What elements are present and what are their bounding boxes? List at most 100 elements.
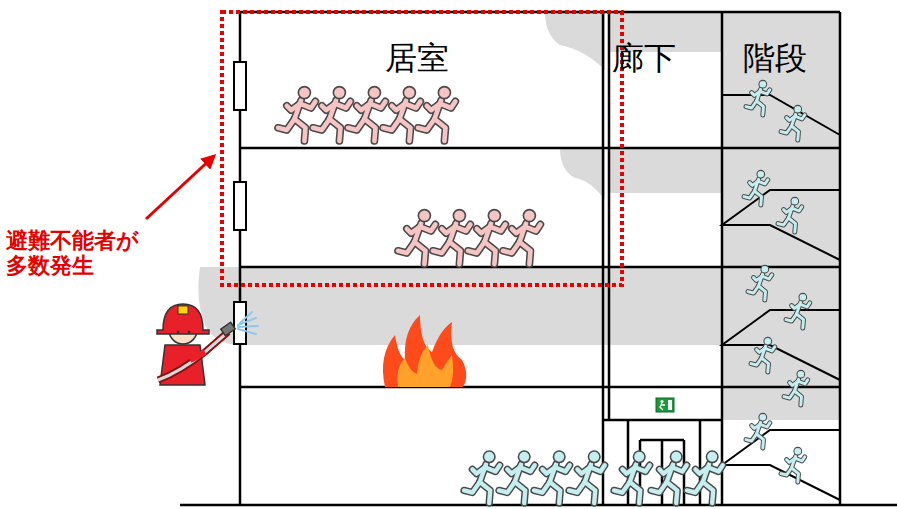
exit-sign (656, 398, 674, 412)
person-figure (464, 451, 500, 503)
figure-outline (515, 482, 526, 503)
figure-outline (440, 101, 455, 108)
figure-fill (287, 104, 300, 111)
figure-outline (455, 224, 470, 231)
figure-head (438, 87, 450, 99)
figure-fill (795, 115, 805, 119)
figure-fill (300, 101, 315, 108)
figure-fill (789, 218, 796, 232)
figure-fill (781, 126, 792, 133)
figure-fill (630, 482, 641, 503)
figure-outline (503, 242, 520, 253)
person-figure (784, 370, 808, 405)
person-figure (781, 105, 805, 140)
figure-fill (335, 101, 350, 108)
figure-head (791, 197, 799, 205)
figure-outline (295, 119, 306, 141)
figure-outline (485, 465, 500, 471)
callout-text: 避難不能者が 多数発生 (6, 228, 148, 279)
figure-head (759, 413, 767, 421)
figure-fill (651, 482, 667, 493)
figure-outline (550, 482, 561, 503)
figure-fill (792, 468, 799, 482)
figure-outline (687, 482, 703, 493)
figure-fill (507, 467, 520, 473)
firefighter (157, 304, 235, 385)
stairs-label: 階段 (743, 40, 807, 77)
person-figure (746, 413, 770, 448)
staircase (722, 95, 840, 500)
figure-fill (515, 482, 526, 503)
corridor-label: 廊下 (612, 40, 676, 77)
figure-head (403, 87, 415, 99)
figure-head (764, 337, 772, 345)
figure-fill (450, 242, 461, 264)
figure-fill (795, 391, 802, 405)
figure-outline (383, 119, 400, 130)
figure-fill (635, 465, 650, 471)
figure-outline (490, 224, 505, 231)
figure-outline (762, 275, 772, 279)
figure-outline (751, 358, 762, 365)
figure-fill (357, 104, 370, 111)
fire (383, 315, 466, 387)
figure-outline (792, 468, 799, 482)
figure-outline (778, 218, 789, 225)
figure-outline (792, 126, 799, 140)
person-figure (569, 451, 605, 503)
figure-fill (392, 104, 405, 111)
figure-fill (468, 242, 485, 253)
figure-outline (365, 119, 376, 141)
person-figure (398, 210, 435, 264)
person-figure (781, 447, 805, 482)
figure-fill (787, 458, 795, 462)
figure-fill (778, 218, 789, 225)
person-figure (746, 80, 770, 115)
figure-outline (415, 242, 426, 264)
person-figure (278, 87, 315, 141)
figure-fill (418, 119, 435, 130)
figure-outline (762, 358, 769, 372)
figure-fill (433, 242, 450, 253)
figure-fill (800, 303, 810, 307)
figure-head (368, 87, 380, 99)
figure-fill (784, 391, 795, 398)
figure-outline (450, 242, 461, 264)
figure-outline (789, 218, 796, 232)
figure-fill (795, 457, 805, 461)
figure-outline (708, 465, 723, 471)
figure-fill (752, 91, 760, 95)
figure-head (298, 87, 310, 99)
person-figure (614, 451, 650, 503)
person-figure (534, 451, 570, 503)
windows (234, 62, 246, 344)
figure-fill (427, 104, 440, 111)
figure-outline (525, 224, 540, 231)
figure-fill (687, 482, 703, 493)
figure-fill (550, 482, 561, 503)
figure-fill (757, 101, 764, 115)
figure-outline (755, 191, 762, 205)
figure-head (588, 451, 600, 463)
figure-fill (534, 482, 550, 493)
figure-head (757, 170, 765, 178)
figure-outline (485, 242, 496, 264)
person-figure (786, 293, 810, 328)
figure-outline (569, 482, 585, 493)
person-figure (651, 451, 687, 503)
figure-fill (542, 467, 555, 473)
figure-fill (485, 242, 496, 264)
figure-fill (455, 224, 470, 231)
figure-outline (746, 434, 757, 441)
figure-outline (398, 242, 415, 253)
figure-fill (295, 119, 306, 141)
figure-head (706, 451, 718, 463)
figure-outline (278, 119, 295, 130)
figure-fill (485, 465, 500, 471)
figure-fill (792, 207, 802, 211)
figure-head (483, 451, 495, 463)
figure-head (488, 210, 500, 222)
person-figure (499, 451, 535, 503)
figure-outline (795, 391, 802, 405)
